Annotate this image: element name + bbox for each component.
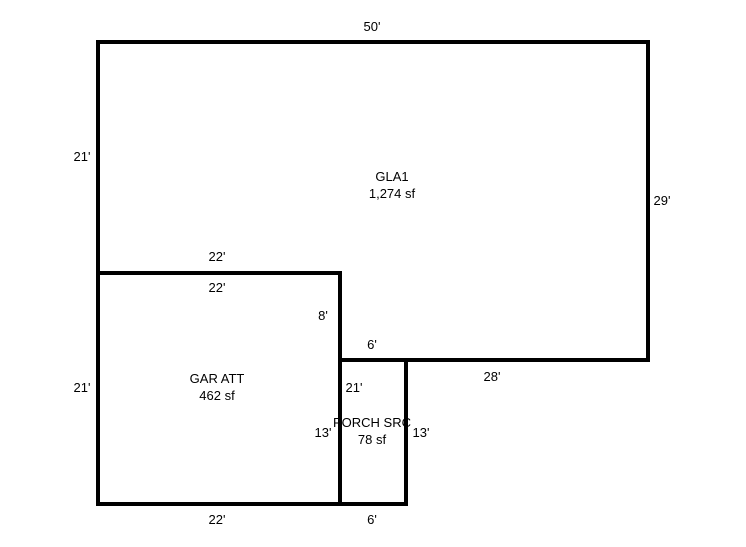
- dim-gla-left: 21': [74, 149, 91, 164]
- porch-area: 78 sf: [358, 432, 387, 447]
- dim-gla-top: 50': [364, 19, 381, 34]
- garage-area: 462 sf: [199, 388, 235, 403]
- gla1-area: 1,274 sf: [369, 186, 416, 201]
- dim-gla-right: 29': [654, 193, 671, 208]
- gla1-outline: [96, 40, 650, 362]
- dim-porch-bottom: 6': [367, 512, 377, 527]
- dim-garage-left: 21': [74, 380, 91, 395]
- dim-garage-right: 21': [346, 380, 363, 395]
- dim-gla-bottom: 28': [484, 369, 501, 384]
- gla1-name: GLA1: [375, 169, 408, 184]
- porch-outline: [338, 358, 408, 506]
- porch-name: PORCH SRC: [333, 415, 411, 430]
- dim-gla-step-height: 8': [318, 308, 328, 323]
- dim-gla-step-width: 6': [367, 337, 377, 352]
- dim-gla-garage-shared: 22': [209, 249, 226, 264]
- dim-garage-bottom: 22': [209, 512, 226, 527]
- dim-porch-left: 13': [315, 425, 332, 440]
- garage-name: GAR ATT: [190, 371, 245, 386]
- dim-porch-right: 13': [413, 425, 430, 440]
- dim-garage-top: 22': [209, 280, 226, 295]
